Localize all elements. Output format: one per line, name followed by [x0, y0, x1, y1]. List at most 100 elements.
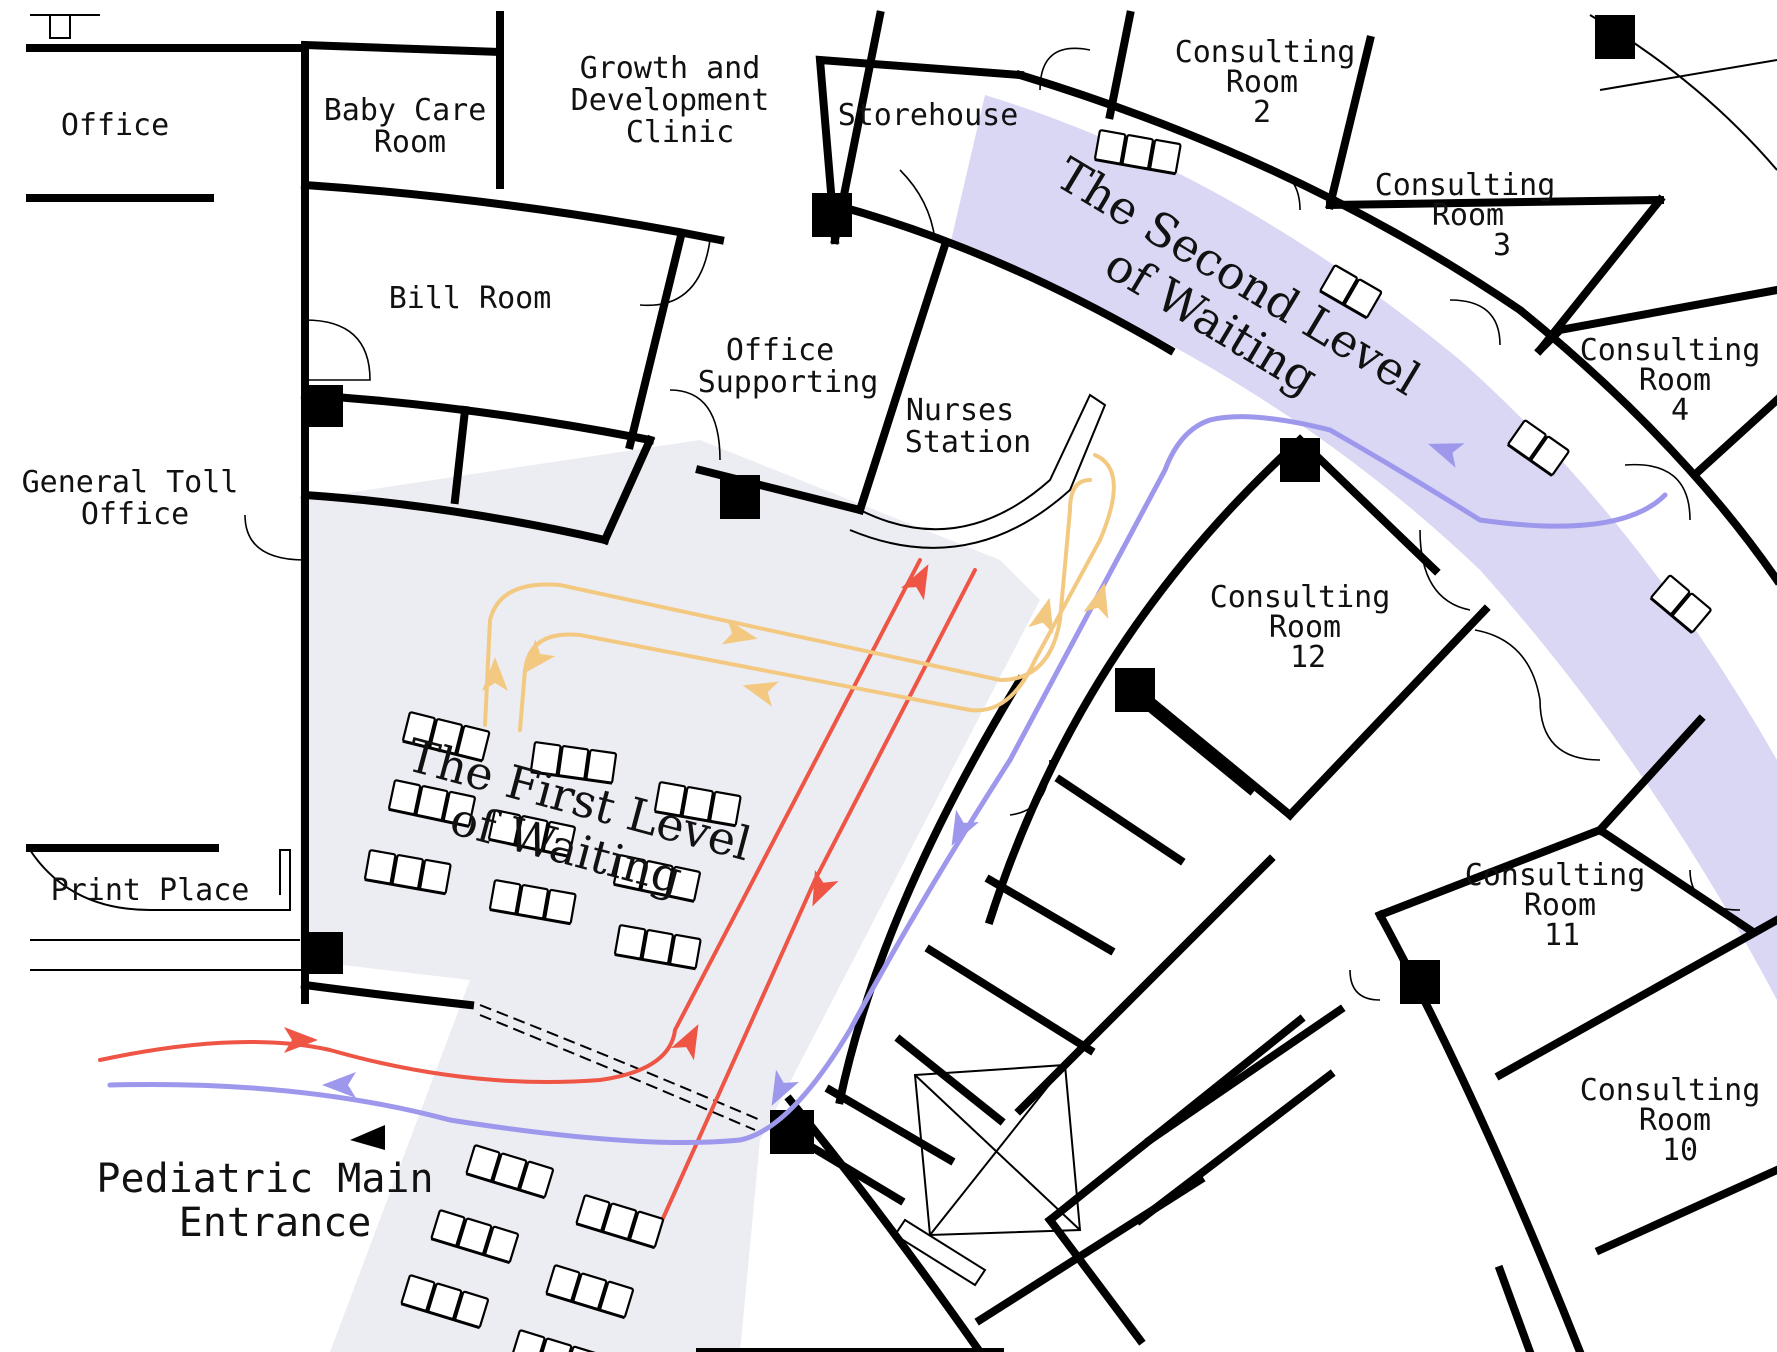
seat-row-5 — [613, 854, 701, 903]
seat-row-base — [614, 953, 696, 971]
purple-exit-flow-arrow-2 — [771, 1069, 799, 1106]
seat-row-base — [402, 739, 483, 763]
seat-row-base — [654, 810, 736, 828]
label-consulting-10-a: Consulting — [1580, 1073, 1761, 1108]
seat-row-17 — [400, 1274, 490, 1330]
svg-text:Storehouse: Storehouse — [838, 98, 1019, 133]
svg-text:Office: Office — [61, 108, 169, 143]
seat-row-16 — [545, 1264, 635, 1320]
label-print-place: Print Place — [51, 873, 250, 908]
seat-row-base — [1649, 596, 1694, 634]
seat-row-6 — [364, 849, 452, 896]
label-baby-care-2: Room — [374, 125, 446, 160]
pillars — [305, 15, 1635, 1154]
seat-row-2 — [654, 781, 742, 828]
label-consulting-2-a: Consulting — [1175, 35, 1356, 70]
seat-row-15 — [430, 1209, 520, 1265]
red-entry-flow — [98, 558, 922, 1084]
label-office-supporting-2: Supporting — [698, 365, 879, 400]
label-office: Office — [61, 108, 169, 143]
label-storehouse: Storehouse — [838, 98, 1019, 133]
entrance-marker-icon — [350, 1125, 385, 1150]
seat-row-8 — [614, 924, 702, 971]
seat-row-base — [1319, 289, 1368, 320]
purple-exit-flow — [107, 414, 1668, 1145]
label-general-toll-2: Office — [81, 497, 189, 532]
seat-row-3 — [388, 779, 476, 828]
label-office-supporting-1: Office — [726, 333, 834, 368]
waiting-seats — [364, 129, 1712, 1352]
label-consulting-12-a: Consulting — [1210, 580, 1391, 615]
label-consulting-3-a: Consulting — [1375, 168, 1556, 203]
seat-row-base — [1506, 443, 1553, 477]
seat-row-base — [388, 807, 470, 828]
purple-exit-flow-arrow-3 — [322, 1072, 356, 1098]
label-consulting-3-c: 3 — [1493, 228, 1511, 263]
yellow-inner-flow-arrow-2 — [1083, 582, 1109, 619]
seat-row-4 — [488, 809, 576, 858]
label-consulting-11-c: 11 — [1544, 918, 1580, 953]
entrance-label-1: Pediatric Main — [96, 1156, 433, 1202]
yellow-inner-flow-arrow-1 — [742, 681, 779, 707]
label-consulting-12-b: Room — [1269, 610, 1341, 645]
red-entry-flow-arrow-0 — [284, 1027, 318, 1053]
label-consulting-3-b: Room — [1432, 198, 1504, 233]
seat-row-base — [364, 878, 446, 896]
label-growth-1: Growth and — [580, 51, 761, 86]
seat-row-0 — [402, 711, 491, 763]
seat-row-14 — [575, 1194, 665, 1250]
label-baby-care-1: Baby Care — [324, 93, 487, 128]
walls — [26, 10, 1777, 1352]
yellow-outer-flow-arrow-0 — [482, 657, 508, 691]
label-consulting-4-b: Room — [1639, 363, 1711, 398]
seat-row-13 — [465, 1144, 555, 1200]
seat-row-base — [575, 1222, 656, 1250]
seat-row-12 — [1649, 574, 1712, 634]
red-entry-flow-arrow-1 — [671, 1024, 699, 1061]
label-consulting-4-c: 4 — [1671, 393, 1689, 428]
label-consulting-10-c: 10 — [1662, 1133, 1698, 1168]
label-general-toll-1: General Toll — [22, 465, 239, 500]
purple-exit-flow-arrow-0 — [1428, 443, 1465, 468]
yellow-outer-flow-arrow-1 — [721, 618, 758, 645]
red-return-flow-arrow-1 — [901, 564, 929, 601]
seat-row-base — [489, 908, 571, 926]
label-consulting-4-a: Consulting — [1580, 333, 1761, 368]
label-nurses-2: Station — [905, 425, 1031, 460]
entrance-label-2: Entrance — [179, 1200, 372, 1246]
seat-row-9 — [1094, 129, 1182, 176]
seat-row-base — [530, 770, 613, 785]
yellow-outer-flow-arrow-2 — [1028, 597, 1054, 634]
seat-row-base — [613, 882, 695, 903]
second-waiting-zone — [950, 95, 1777, 1000]
label-consulting-10-b: Room — [1639, 1103, 1711, 1138]
circulation-flows — [98, 414, 1668, 1227]
svg-text:Bill Room: Bill Room — [389, 281, 552, 316]
seat-row-base — [400, 1302, 481, 1330]
seat-row-base — [488, 837, 570, 858]
seat — [564, 1345, 600, 1352]
label-consulting-2-c: 2 — [1253, 95, 1271, 130]
red-return-flow-arrow-0 — [812, 870, 839, 907]
seat-row-base — [430, 1237, 511, 1265]
label-consulting-11-b: Room — [1524, 888, 1596, 923]
elevator-icon — [893, 1063, 1082, 1287]
label-growth-3: Clinic — [626, 115, 734, 150]
label-consulting-12-c: 12 — [1290, 640, 1326, 675]
seat-row-base — [545, 1292, 626, 1320]
seat-row-7 — [489, 879, 577, 926]
seat-row-1 — [529, 741, 618, 785]
seat-row-10 — [1319, 264, 1383, 320]
label-nurses-1: Nurses — [906, 393, 1014, 428]
yellow-inner-flow-arrow-0 — [523, 639, 556, 674]
